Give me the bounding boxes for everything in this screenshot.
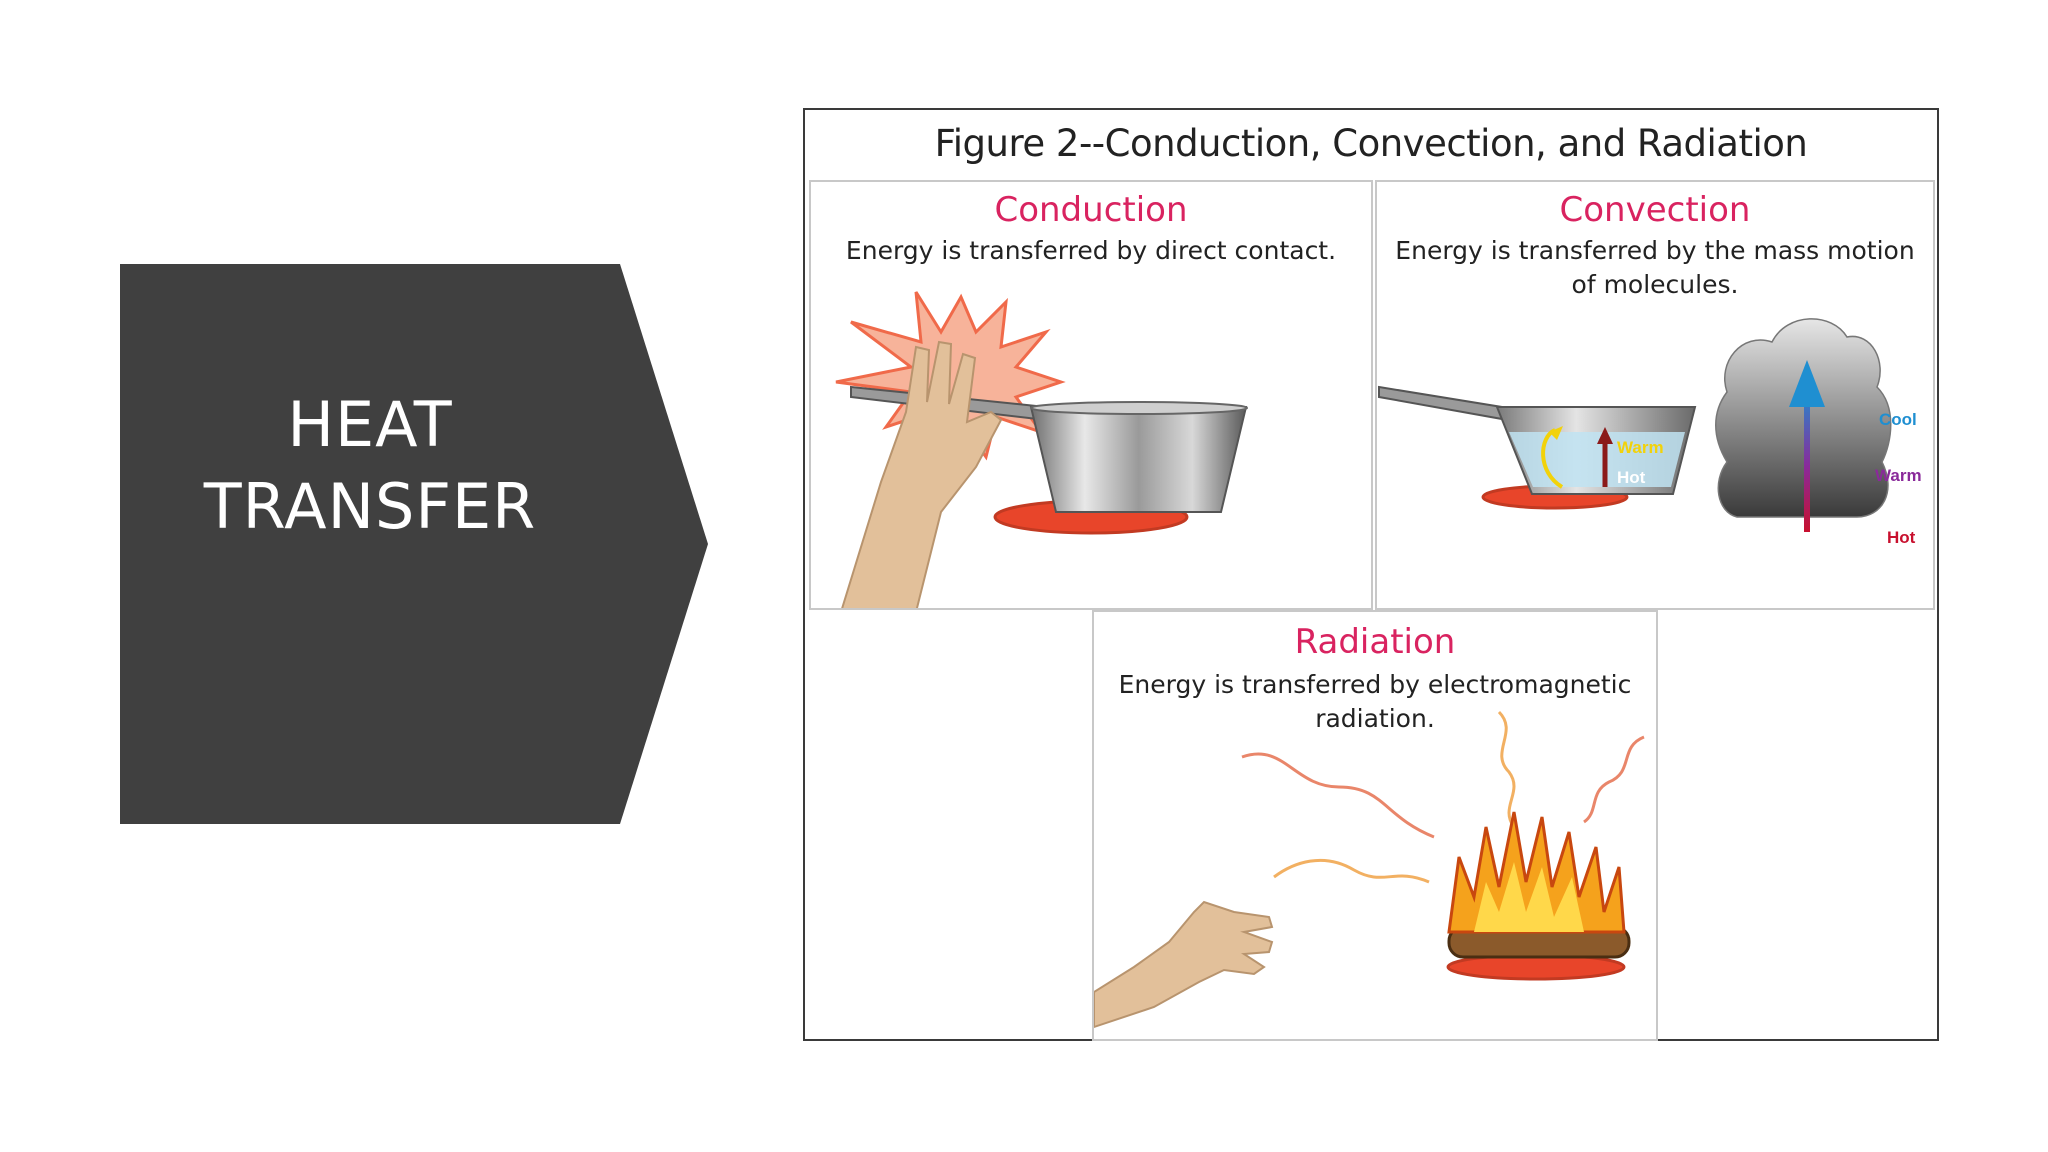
hand bbox=[841, 340, 1003, 608]
convection-panel: Convection Energy is transferred by the … bbox=[1375, 180, 1935, 610]
heat-wave bbox=[1583, 735, 1645, 824]
cool-arrow-head bbox=[1789, 360, 1825, 407]
radiation-description-line1: Energy is transferred by electromagnetic bbox=[1118, 670, 1632, 699]
water bbox=[1509, 432, 1685, 487]
figure-title: Figure 2--Conduction, Convection, and Ra… bbox=[934, 122, 1808, 165]
scale-warm-label: Warm bbox=[1875, 466, 1922, 485]
conduction-panel: Conduction Energy is transferred by dire… bbox=[809, 180, 1373, 610]
hand bbox=[1094, 900, 1274, 1029]
convection-description-line1: Energy is transferred by the mass motion bbox=[1395, 236, 1915, 265]
radiation-illustration bbox=[1094, 710, 1645, 1029]
conduction-heading: Conduction bbox=[994, 190, 1188, 230]
slide-title-line2: TRANSFER bbox=[203, 470, 537, 543]
pot-warm-label: Warm bbox=[1617, 438, 1664, 457]
convection-description: Energy is transferred by the mass motion… bbox=[1377, 234, 1933, 302]
conduction-description: Energy is transferred by direct contact. bbox=[845, 236, 1337, 265]
radiation-description-line2: radiation. bbox=[1315, 704, 1435, 733]
convection-column bbox=[1715, 318, 1892, 518]
slide-title-line1: HEAT bbox=[287, 388, 453, 461]
conduction-illustration bbox=[835, 291, 1248, 608]
scale-cool-label: Cool bbox=[1879, 410, 1917, 429]
chevron-shape bbox=[120, 264, 708, 824]
heat-wave bbox=[1241, 752, 1435, 839]
title-chevron: HEAT TRANSFER bbox=[120, 264, 708, 824]
radiation-description: Energy is transferred by electromagnetic… bbox=[1094, 668, 1656, 736]
radiation-panel: Radiation Energy is transferred by elect… bbox=[1092, 610, 1658, 1041]
pan-handle bbox=[1378, 385, 1503, 421]
heat-wave bbox=[1497, 710, 1516, 828]
heat-transfer-figure: Figure 2--Conduction, Convection, and Ra… bbox=[803, 108, 1939, 1041]
heat-wave bbox=[1273, 858, 1430, 884]
slide-title: HEAT TRANSFER bbox=[120, 384, 620, 548]
radiation-heading: Radiation bbox=[1294, 622, 1456, 662]
scale-hot-label: Hot bbox=[1887, 528, 1916, 547]
convection-heading: Convection bbox=[1559, 190, 1751, 230]
pot bbox=[1029, 406, 1248, 513]
burner bbox=[1446, 953, 1626, 981]
convection-illustration bbox=[1378, 318, 1892, 532]
pot-hot-label: Hot bbox=[1617, 468, 1646, 487]
convection-description-line2: of molecules. bbox=[1571, 270, 1739, 299]
